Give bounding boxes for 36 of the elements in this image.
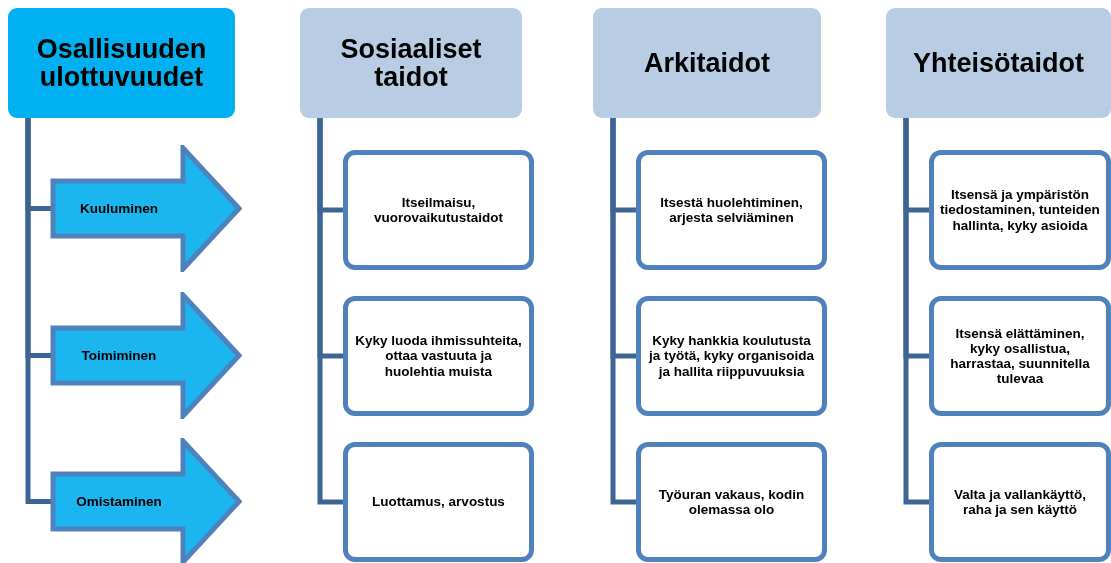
box-text: Itsestä huolehtiminen, arjesta selviäminen (659, 194, 804, 226)
header-text: Osallisuuden ulottuvuudet (35, 34, 208, 92)
connector-line (610, 118, 638, 505)
header-box (593, 8, 821, 118)
connector-line (25, 118, 52, 504)
text-box (929, 296, 1111, 416)
text-box (929, 442, 1111, 562)
arrow-label: Omistaminen (75, 493, 163, 509)
text-box (929, 150, 1111, 270)
arrow-label: Toimiminen (80, 347, 158, 363)
box-text: Kyky hankkia koulutusta ja työtä, kyky organisoida ja hallita riippuvuuksia (647, 333, 816, 379)
arrow-shape (50, 438, 242, 563)
arrow-shape (50, 145, 242, 272)
text-box (343, 150, 534, 270)
text-box (636, 296, 827, 416)
box-text: Itsensä ja ympäristön tiedostaminen, tunteiden hallinta, kyky asioida (940, 187, 1100, 233)
header-box (886, 8, 1111, 118)
arrow-label: Kuuluminen (79, 200, 159, 216)
box-text: Kyky luoda ihmissuhteita, ottaa vastuuta ja huolehtia muista (354, 333, 523, 379)
connector-line (317, 118, 345, 505)
header-box (300, 8, 522, 118)
header-text: Yhteisötaidot (913, 48, 1084, 78)
connector-line (903, 118, 931, 505)
box-text: Työuran vakaus, kodin olemassa olo (657, 486, 806, 518)
header-text: Arkitaidot (644, 48, 770, 78)
header-text: Sosiaaliset taidot (339, 34, 483, 92)
text-box (343, 296, 534, 416)
box-text: Valta ja vallankäyttö, raha ja sen käyttö (952, 486, 1088, 518)
text-box (636, 442, 827, 562)
text-box (343, 442, 534, 562)
arrow-shape (50, 292, 242, 419)
text-box (636, 150, 827, 270)
box-text: Itsensä elättäminen, kyky osallistua, harrastaa, suunnitella tulevaa (949, 325, 1091, 387)
box-text: Luottamus, arvostus (372, 494, 505, 510)
header-box (8, 8, 235, 118)
box-text: Itseilmaisu, vuorovaikutustaidot (373, 194, 504, 226)
